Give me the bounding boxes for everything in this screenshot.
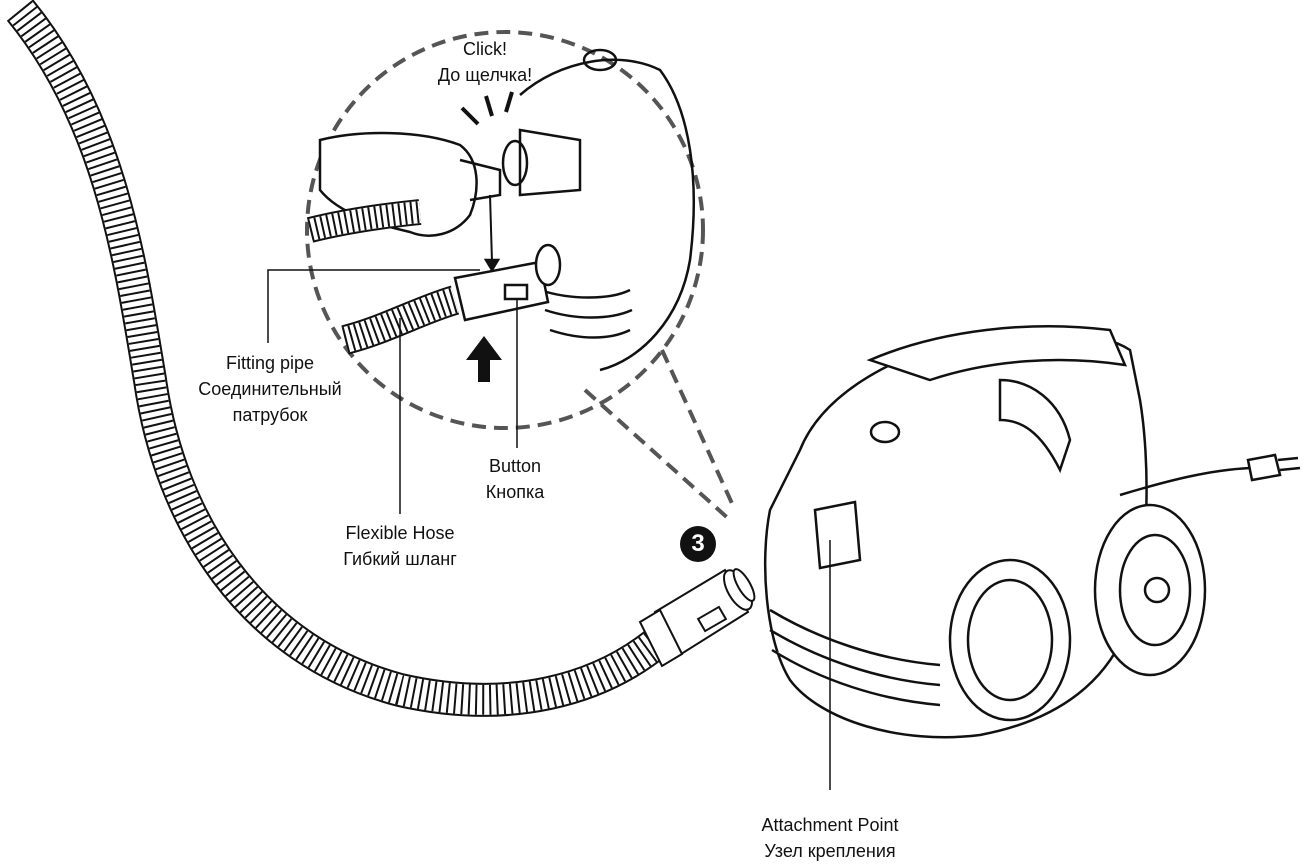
label-button: Button Кнопка bbox=[460, 453, 570, 505]
step-number-badge: 3 bbox=[680, 526, 716, 562]
label-fitting-pipe-ru2: патрубок bbox=[180, 402, 360, 428]
label-click-ru: До щелчка! bbox=[420, 62, 550, 88]
label-button-ru: Кнопка bbox=[460, 479, 570, 505]
label-fitting-pipe-ru1: Соединительный bbox=[180, 376, 360, 402]
up-arrow-icon bbox=[466, 336, 502, 382]
label-flexible-hose: Flexible Hose Гибкий шланг bbox=[315, 520, 485, 572]
label-fitting-pipe: Fitting pipe Соединительный патрубок bbox=[180, 350, 360, 428]
label-fitting-pipe-en: Fitting pipe bbox=[180, 350, 360, 376]
label-attachment-point-en: Attachment Point bbox=[740, 812, 920, 838]
label-click-en: Click! bbox=[420, 36, 550, 62]
label-click: Click! До щелчка! bbox=[420, 36, 550, 88]
label-flexible-hose-ru: Гибкий шланг bbox=[315, 546, 485, 572]
label-attachment-point: Attachment Point Узел крепления bbox=[740, 812, 920, 864]
vacuum-cleaner-body bbox=[765, 326, 1300, 737]
label-button-en: Button bbox=[460, 453, 570, 479]
detail-contents bbox=[310, 50, 694, 370]
label-attachment-point-ru: Узел крепления bbox=[740, 838, 920, 864]
fitting-pipe-main bbox=[640, 566, 758, 666]
label-flexible-hose-en: Flexible Hose bbox=[315, 520, 485, 546]
